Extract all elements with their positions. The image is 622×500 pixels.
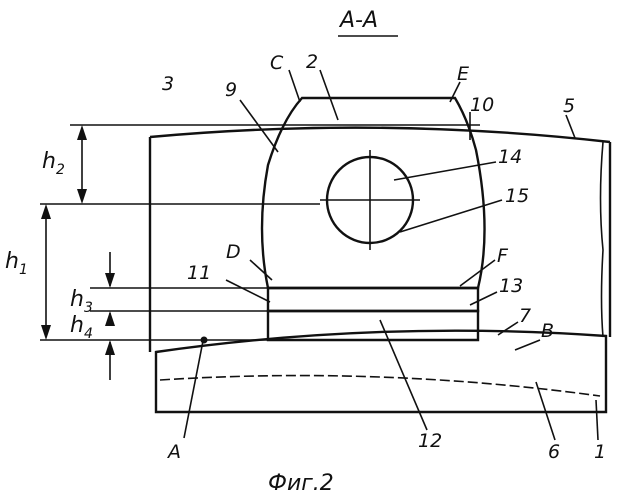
label-5: 5 [563, 95, 575, 117]
base-inner-line [160, 376, 600, 396]
dimension-h3: h3 [70, 252, 115, 320]
label-11: 11 [187, 262, 211, 284]
label-d: D [226, 241, 241, 263]
label-e: E [457, 63, 469, 85]
label-2: 2 [306, 51, 318, 73]
h4-label: h4 [70, 313, 93, 342]
label-3: 3 [162, 73, 174, 95]
h1-label: h1 [5, 249, 28, 278]
lower-block [268, 288, 478, 311]
point-a-dot [201, 337, 208, 344]
label-10: 10 [470, 94, 494, 116]
upper-body-outline [150, 128, 610, 352]
label-15: 15 [505, 185, 529, 207]
label-13: 13 [499, 275, 523, 297]
part-labels: C 2 E 3 9 10 5 14 15 D F 11 13 7 B A 12 … [162, 51, 606, 463]
dimension-h2: h2 [42, 125, 87, 204]
upper-body-break-line [601, 142, 604, 337]
section-label: A-A [338, 8, 378, 33]
section-title: A-A [338, 8, 398, 36]
figure-caption: Фиг.2 [268, 471, 334, 496]
label-b: B [541, 320, 554, 342]
label-12: 12 [418, 430, 442, 452]
label-7: 7 [519, 305, 531, 327]
dimension-h1: h1 [5, 204, 51, 340]
label-1: 1 [594, 441, 606, 463]
label-6: 6 [548, 441, 560, 463]
h2-label: h2 [42, 149, 65, 178]
base-body [156, 331, 606, 412]
label-9: 9 [225, 79, 237, 101]
label-f: F [497, 245, 509, 267]
label-c: C [270, 52, 284, 74]
label-a: A [166, 441, 181, 463]
dimension-h4: h4 [70, 311, 115, 380]
label-14: 14 [498, 146, 522, 168]
h3-label: h3 [70, 287, 93, 316]
